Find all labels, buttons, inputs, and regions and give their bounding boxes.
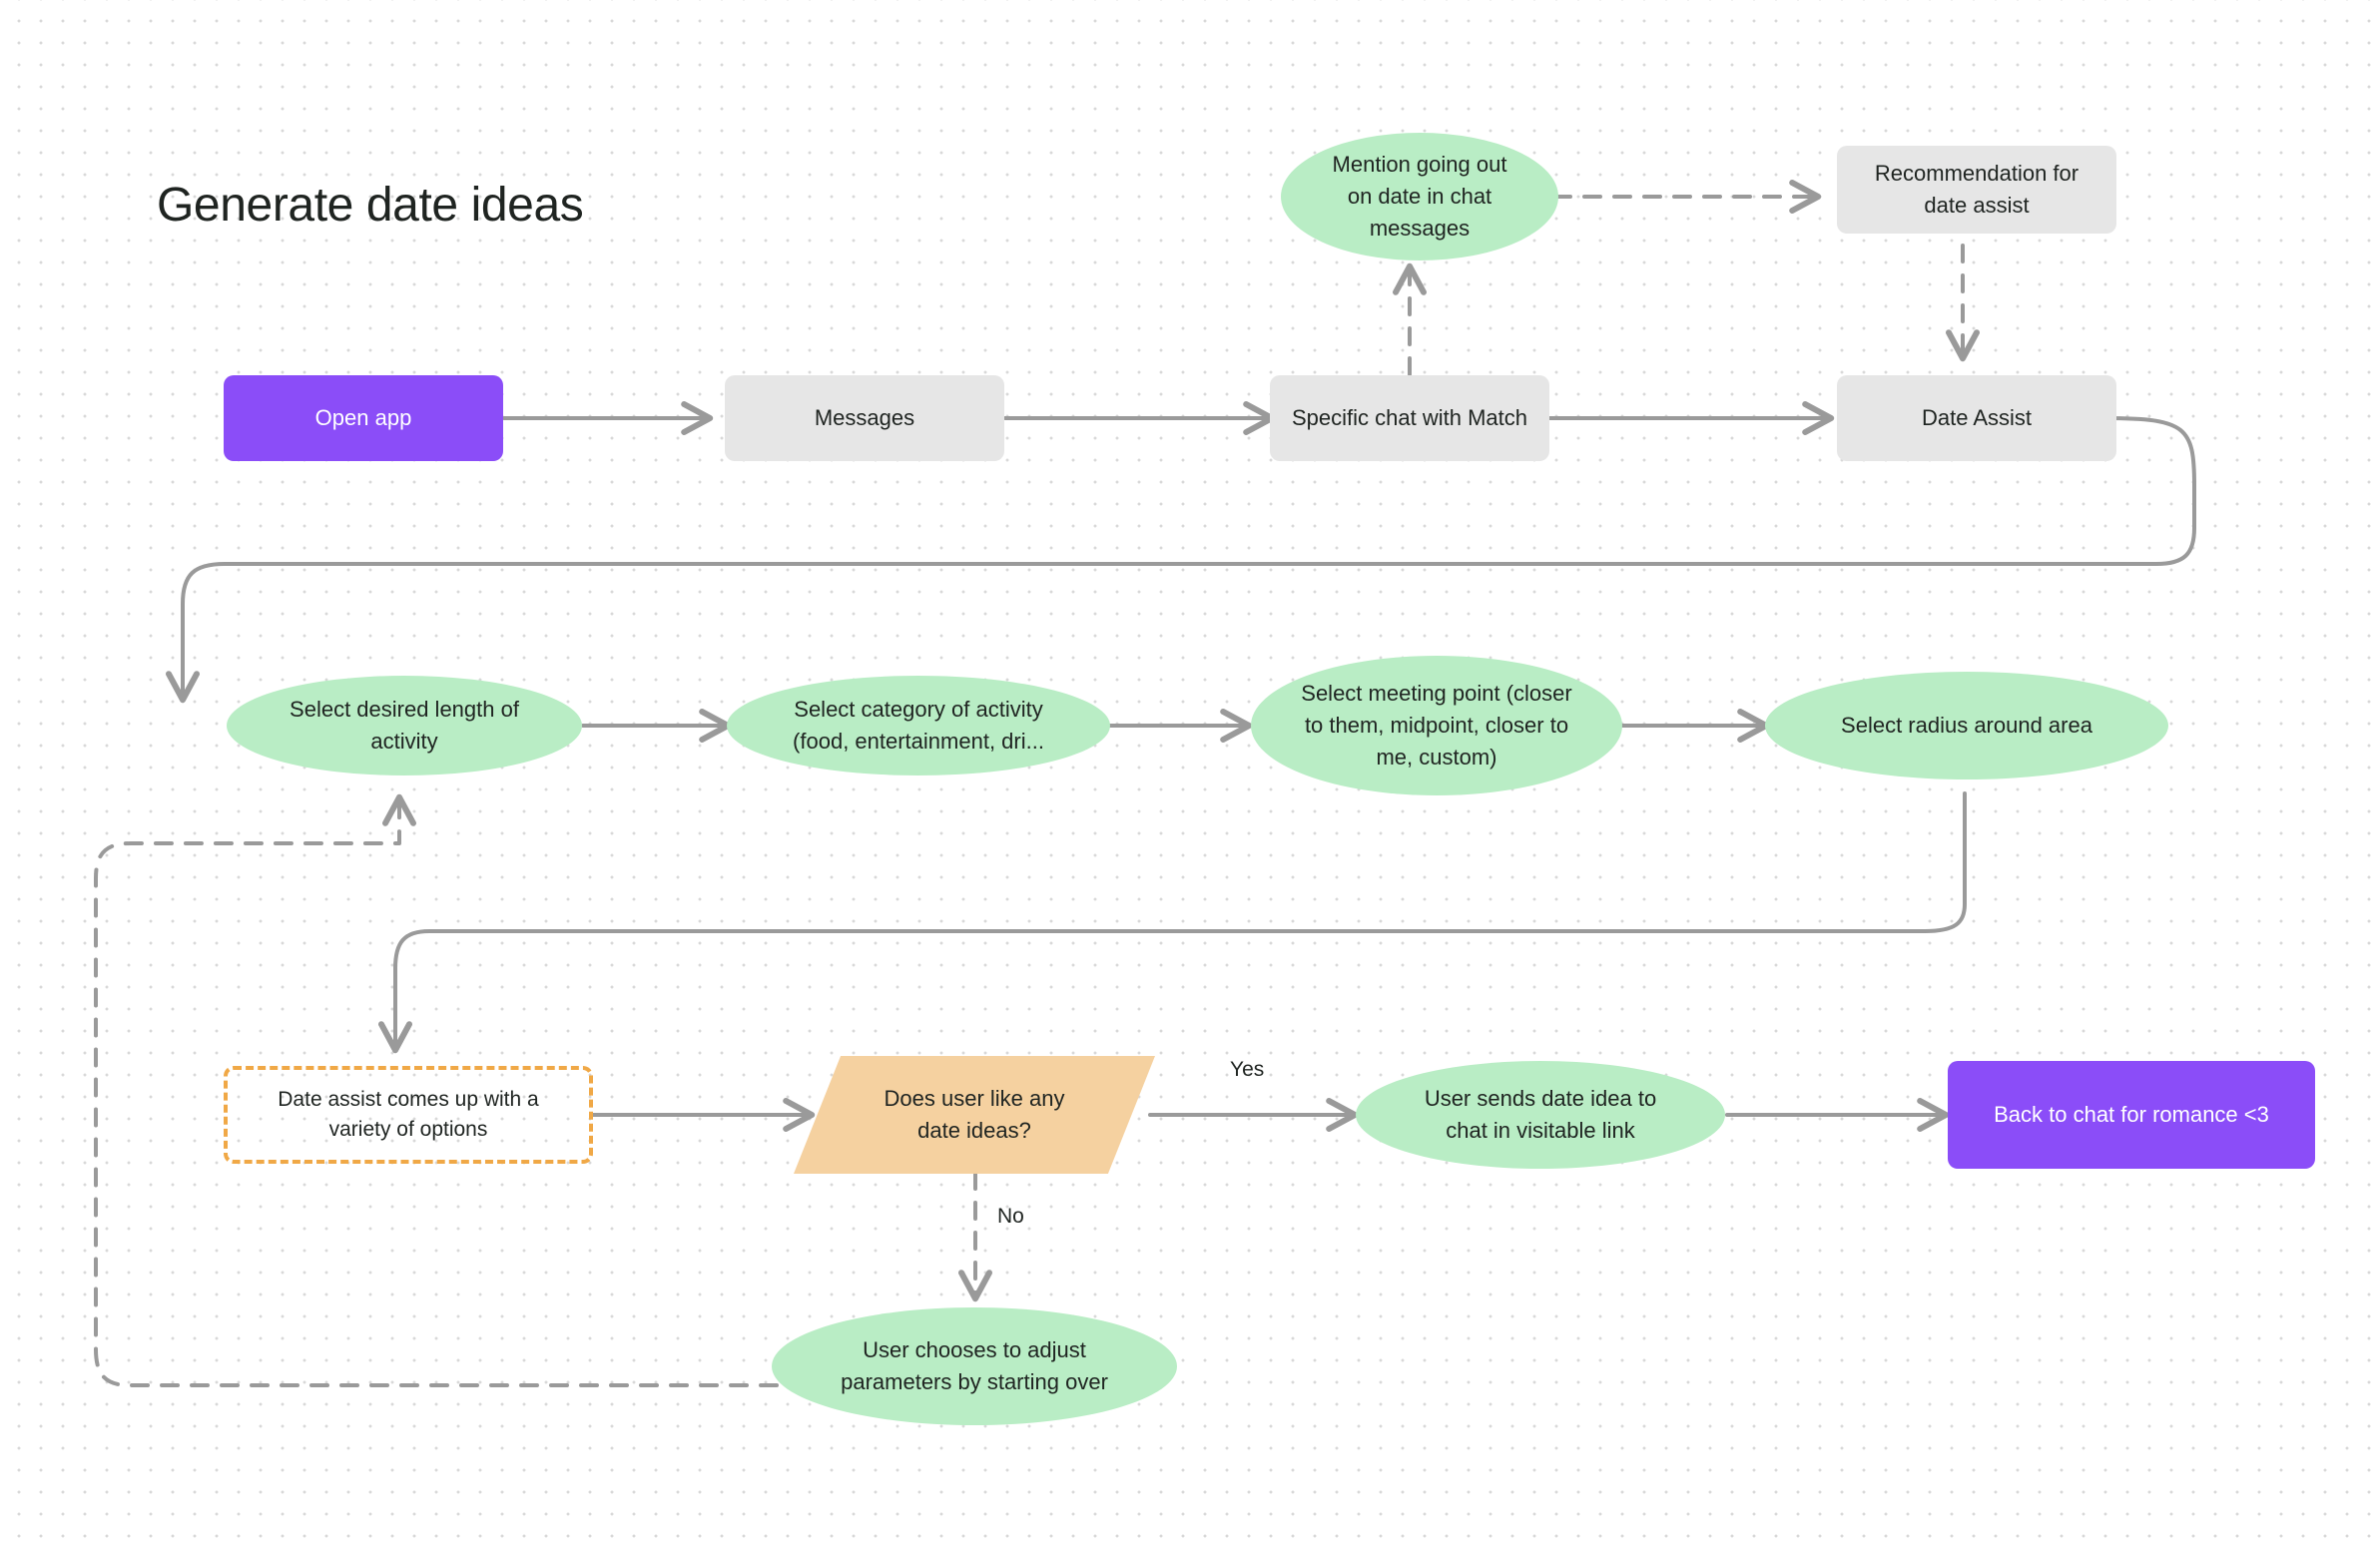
node-label: Select category of activity (food, enter…	[793, 697, 1044, 754]
node-date-assist-options[interactable]: Date assist comes up with a variety of o…	[224, 1066, 593, 1164]
node-open-app[interactable]: Open app	[224, 375, 503, 461]
node-mention-going-out[interactable]: Mention going out on date in chat messag…	[1281, 133, 1558, 260]
node-label: Back to chat for romance <3	[1994, 1102, 2269, 1128]
node-label: Select radius around area	[1841, 713, 2092, 739]
node-select-radius[interactable]: Select radius around area	[1765, 672, 2168, 779]
node-label: User sends date idea to chat in visitabl…	[1424, 1086, 1657, 1143]
node-date-assist[interactable]: Date Assist	[1837, 375, 2116, 461]
node-select-meeting-point[interactable]: Select meeting point (closer to them, mi…	[1251, 656, 1622, 795]
node-label: Specific chat with Match	[1292, 405, 1527, 431]
node-label: User chooses to adjust parameters by sta…	[841, 1337, 1108, 1394]
node-specific-chat[interactable]: Specific chat with Match	[1270, 375, 1549, 461]
node-select-category[interactable]: Select category of activity (food, enter…	[727, 676, 1110, 775]
node-label: Select desired length of activity	[290, 697, 519, 754]
edge-select-radius-to-options	[378, 791, 1968, 1054]
node-user-adjusts[interactable]: User chooses to adjust parameters by sta…	[772, 1307, 1177, 1425]
node-back-to-chat[interactable]: Back to chat for romance <3	[1948, 1061, 2315, 1169]
node-label: Date Assist	[1921, 405, 2033, 431]
node-recommendation[interactable]: Recommendation for date assist	[1837, 146, 2116, 234]
node-label: Messages	[814, 405, 915, 431]
node-label: Date assist comes up with a variety of o…	[278, 1087, 539, 1141]
node-user-sends-idea[interactable]: User sends date idea to chat in visitabl…	[1356, 1061, 1725, 1169]
node-label: Open app	[314, 405, 412, 431]
node-select-length[interactable]: Select desired length of activity	[227, 676, 582, 775]
node-does-user-like[interactable]: Does user like any date ideas?	[794, 1056, 1155, 1174]
edge-label-yes: Yes	[1230, 1058, 1265, 1081]
node-label: Does user like any date ideas?	[884, 1086, 1065, 1143]
node-messages[interactable]: Messages	[725, 375, 1004, 461]
node-label: Mention going out on date in chat messag…	[1332, 152, 1507, 241]
page-title: Generate date ideas	[157, 179, 584, 232]
node-label: Select meeting point (closer to them, mi…	[1301, 681, 1572, 770]
node-label: Recommendation for date assist	[1874, 161, 2080, 218]
edge-label-no: No	[997, 1205, 1024, 1228]
